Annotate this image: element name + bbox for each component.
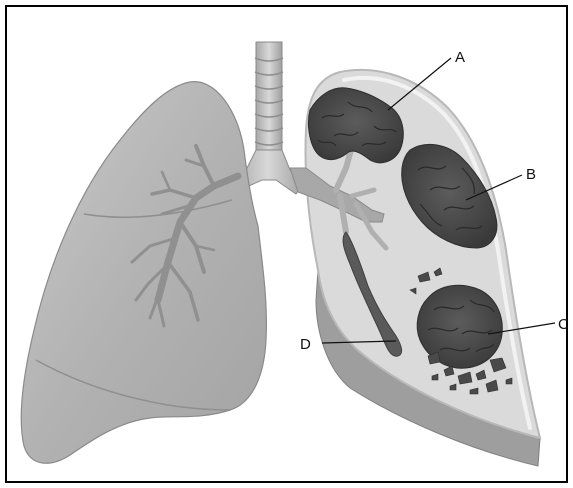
label-a: A <box>455 49 465 66</box>
label-d: D <box>300 336 311 353</box>
label-b: B <box>526 166 536 183</box>
label-c: C <box>558 316 569 333</box>
right-lung-cutaway <box>290 70 540 466</box>
left-lung <box>21 82 266 464</box>
